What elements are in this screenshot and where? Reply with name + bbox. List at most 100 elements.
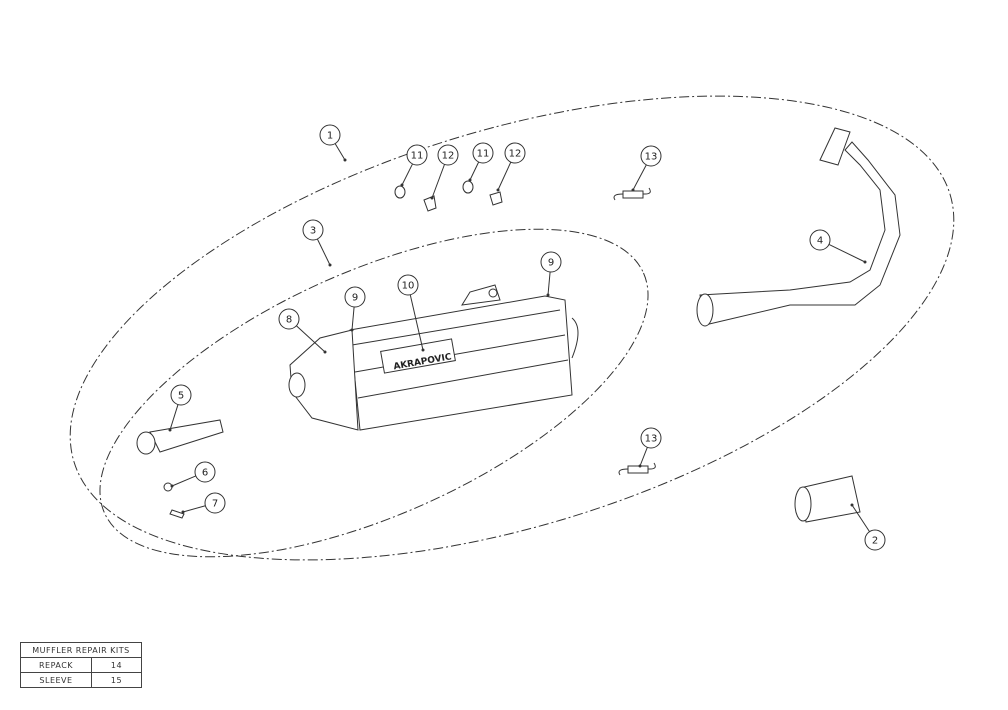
- callout-5: 5: [168, 384, 192, 432]
- leader-dot: [850, 503, 854, 507]
- leader-line: [469, 161, 480, 181]
- leader-dot: [170, 484, 174, 488]
- washer: [394, 185, 406, 199]
- nut: [163, 482, 173, 492]
- callout-3: 3: [302, 219, 332, 267]
- leader-line: [547, 271, 551, 296]
- callout-circle: [397, 274, 419, 296]
- callout-circle: [344, 286, 366, 308]
- callout-number: 11: [411, 151, 424, 162]
- callout-number: 7: [212, 499, 218, 510]
- callout-2: 2: [850, 503, 886, 551]
- callout-10: 10: [397, 274, 425, 352]
- callout-circle: [640, 427, 662, 449]
- callout-11: 11: [400, 144, 428, 187]
- leader-line: [169, 404, 179, 431]
- callout-circle: [640, 145, 662, 167]
- leader-dot: [343, 158, 347, 162]
- callout-number: 5: [178, 391, 184, 402]
- callout-circle: [170, 384, 192, 406]
- leader-line: [171, 475, 196, 487]
- leader-dot: [430, 196, 434, 200]
- leader-dot: [496, 188, 500, 192]
- table-title: MUFFLER REPAIR KITS: [20, 642, 142, 658]
- callout-12: 12: [496, 142, 526, 192]
- callout-circle: [204, 492, 226, 514]
- callout-number: 11: [477, 149, 490, 160]
- kit-group-1-outline: [69, 95, 955, 561]
- callout-circle: [864, 529, 886, 551]
- callout-9: 9: [344, 286, 366, 332]
- callout-circle: [319, 124, 341, 146]
- leader-line: [182, 505, 206, 513]
- callout-circle: [472, 142, 494, 164]
- leader-dot: [863, 260, 867, 264]
- callout-circle: [809, 229, 831, 251]
- leader-line: [497, 161, 512, 191]
- callout-13: 13: [631, 145, 662, 192]
- callout-6: 6: [170, 461, 216, 488]
- spring-coil: [627, 465, 649, 474]
- callout-1: 1: [319, 124, 347, 162]
- callout-circle: [406, 144, 428, 166]
- sleeve: [794, 475, 861, 523]
- bolt: [169, 509, 185, 519]
- header-pipe: [696, 127, 901, 327]
- callout-circle: [194, 461, 216, 483]
- bolt: [423, 195, 437, 212]
- callout-number: 13: [645, 434, 658, 445]
- leader-line: [828, 243, 866, 263]
- leader-line: [351, 306, 355, 331]
- callout-number: 12: [509, 149, 522, 160]
- callout-number: 10: [402, 281, 415, 292]
- bolt: [489, 191, 503, 206]
- callout-number: 13: [645, 152, 658, 163]
- leader-dot: [168, 428, 172, 432]
- callout-13: 13: [638, 427, 662, 468]
- muffler-body: AKRAPOVIC: [288, 284, 579, 431]
- leader-dot: [323, 350, 327, 354]
- callout-number: 1: [327, 131, 333, 142]
- leader-line: [334, 143, 346, 161]
- leader-line: [409, 294, 424, 351]
- callout-number: 9: [548, 258, 554, 269]
- callout-9: 9: [540, 251, 562, 297]
- leader-dot: [546, 293, 550, 297]
- kit-name: SLEEVE: [20, 672, 92, 688]
- leader-dot: [400, 183, 404, 187]
- kit-code: 15: [91, 672, 142, 688]
- leader-dot: [350, 328, 354, 332]
- callout-circle: [278, 308, 300, 330]
- callout-12: 12: [430, 144, 459, 200]
- leader-dot: [421, 348, 425, 352]
- callout-circle: [504, 142, 526, 164]
- callout-7: 7: [181, 492, 226, 514]
- callout-number: 12: [442, 151, 455, 162]
- callout-circle: [540, 251, 562, 273]
- callout-circle: [437, 144, 459, 166]
- leader-line: [431, 164, 445, 199]
- callout-4: 4: [809, 229, 867, 264]
- callout-8: 8: [278, 308, 327, 354]
- leader-dot: [328, 263, 332, 267]
- leader-line: [851, 504, 870, 532]
- leader-line: [401, 163, 413, 186]
- leader-line: [632, 164, 647, 191]
- leader-line: [296, 325, 326, 353]
- leader-dot: [468, 178, 472, 182]
- kit-code: 14: [91, 657, 142, 673]
- callout-circle: [302, 219, 324, 241]
- leader-line: [316, 238, 331, 266]
- washer: [462, 180, 474, 194]
- callout-number: 8: [286, 315, 292, 326]
- leader-dot: [638, 464, 642, 468]
- leader-dot: [181, 510, 185, 514]
- callout-11: 11: [468, 142, 494, 182]
- kit-group-3-outline: [99, 228, 649, 558]
- callout-number: 6: [202, 468, 208, 479]
- leader-dot: [631, 188, 635, 192]
- leader-line: [639, 447, 648, 467]
